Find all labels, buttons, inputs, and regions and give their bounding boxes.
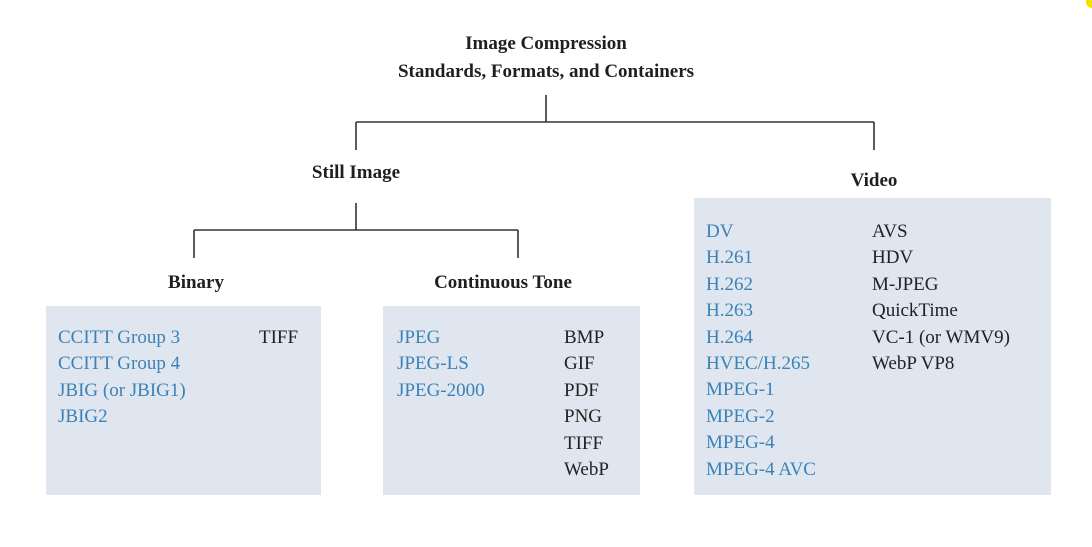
list-item: H.262 xyxy=(706,273,753,295)
video-box xyxy=(694,198,1051,495)
list-item: TIFF xyxy=(259,327,299,348)
list-item: M-JPEG xyxy=(872,273,939,295)
list-item: CCITT Group 4 xyxy=(58,353,181,375)
video-formats-list: AVS HDV M-JPEG QuickTime VC-1 (or WMV9) … xyxy=(872,219,1010,377)
corner-mark xyxy=(1086,0,1092,8)
still-image-heading: Still Image xyxy=(311,162,401,183)
list-item: PNG xyxy=(564,406,603,428)
video-heading: Video xyxy=(850,170,898,191)
list-item: BMP xyxy=(564,327,605,348)
continuous-tone-standards-list: JPEG JPEG-LS JPEG-2000 xyxy=(397,325,485,404)
list-item: DV xyxy=(706,221,734,242)
list-item: MPEG-4 xyxy=(706,432,775,454)
continuous-tone-formats-list: BMP GIF PDF PNG TIFF WebP xyxy=(564,325,609,483)
video-standards-list: DV H.261 H.262 H.263 H.264 HVEC/H.265 MP… xyxy=(706,219,816,483)
list-item: HDV xyxy=(872,247,914,269)
binary-box xyxy=(46,306,321,495)
binary-formats-list: TIFF xyxy=(259,325,298,351)
list-item: GIF xyxy=(564,353,595,375)
list-item: TIFF xyxy=(564,432,604,454)
list-item: VC-1 (or WMV9) xyxy=(872,326,1010,348)
title-line-1: Image Compression xyxy=(465,33,627,54)
binary-standards-list: CCITT Group 3 CCITT Group 4 JBIG (or JBI… xyxy=(58,325,186,431)
continuous-tone-heading: Continuous Tone xyxy=(434,272,572,293)
list-item: JPEG xyxy=(397,327,441,348)
list-item: H.264 xyxy=(706,326,753,348)
list-item: PDF xyxy=(564,379,599,401)
list-item: MPEG-1 xyxy=(706,379,775,401)
list-item: MPEG-2 xyxy=(706,405,775,427)
list-item: CCITT Group 3 xyxy=(58,327,181,348)
list-item: WebP xyxy=(564,458,609,480)
list-item: JBIG (or JBIG1) xyxy=(58,379,186,401)
list-item: MPEG-4 AVC xyxy=(706,458,816,480)
continuous-tone-box xyxy=(383,306,640,495)
list-item: AVS xyxy=(872,221,908,242)
list-item: JBIG2 xyxy=(58,406,108,428)
title-line-2: Standards, Formats, and Containers xyxy=(397,61,695,82)
list-item: H.263 xyxy=(706,300,753,322)
binary-heading: Binary xyxy=(168,272,224,293)
list-item: H.261 xyxy=(706,247,753,269)
list-item: HVEC/H.265 xyxy=(706,352,810,374)
list-item: QuickTime xyxy=(872,300,958,322)
list-item: JPEG-2000 xyxy=(397,379,485,401)
diagram-title: Image Compression Standards, Formats, an… xyxy=(346,30,746,86)
list-item: WebP VP8 xyxy=(872,352,955,374)
list-item: JPEG-LS xyxy=(397,353,469,375)
